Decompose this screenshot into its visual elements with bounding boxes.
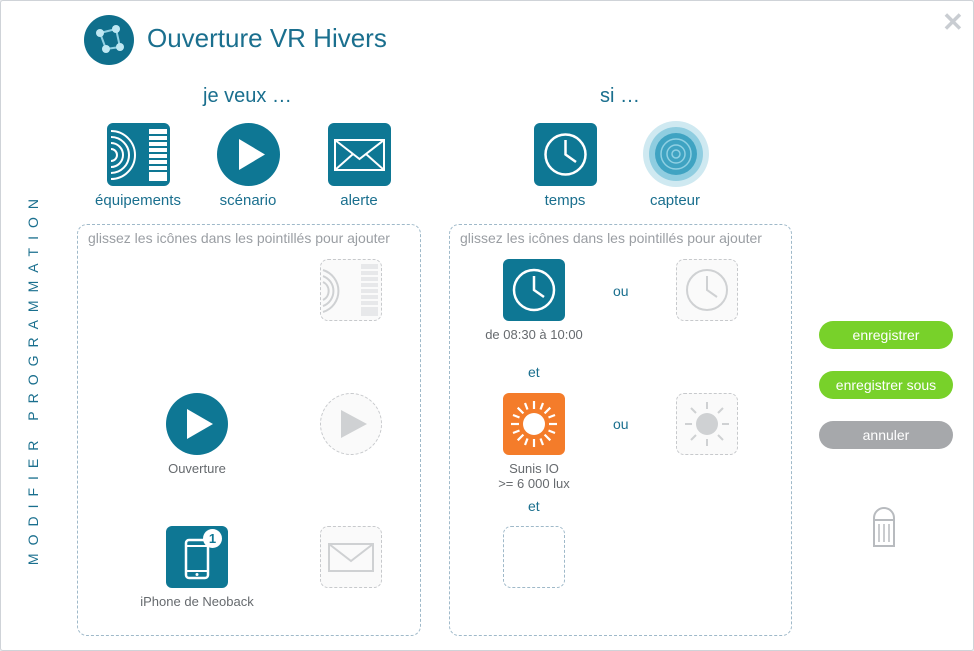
trash-icon[interactable]	[871, 504, 897, 548]
actions-drop-hint: glissez les icônes dans les pointillés p…	[88, 230, 390, 246]
empty-condition-slot[interactable]	[503, 526, 565, 588]
ghost-scenario-slot[interactable]	[320, 393, 382, 455]
and-label: et	[528, 498, 540, 514]
ghost-equipment-slot[interactable]	[320, 259, 382, 321]
time-label: temps	[544, 192, 586, 209]
scenario-label: scénario	[219, 192, 277, 209]
ghost-sun-slot[interactable]	[676, 393, 738, 455]
sun-icon	[511, 401, 557, 447]
sun-condition-label: Sunis IO >= 6 000 lux	[464, 461, 604, 491]
ghost-alert-slot[interactable]	[320, 526, 382, 588]
equipment-icon	[322, 264, 378, 316]
save-as-button[interactable]: enregistrer sous	[819, 371, 953, 399]
ghost-time-slot[interactable]	[676, 259, 738, 321]
scenario-tile[interactable]	[217, 123, 280, 186]
app-logo-icon	[84, 15, 134, 65]
notification-badge: 1	[203, 529, 222, 548]
sensor-tile[interactable]	[643, 121, 709, 187]
alert-tile[interactable]	[328, 123, 391, 186]
sun-condition[interactable]	[503, 393, 565, 455]
cancel-button[interactable]: annuler	[819, 421, 953, 449]
time-tile[interactable]	[534, 123, 597, 186]
play-icon	[341, 410, 367, 438]
clock-icon	[686, 269, 728, 311]
equipment-icon	[110, 129, 167, 181]
play-icon	[239, 139, 265, 170]
time-condition[interactable]	[503, 259, 565, 321]
conditions-drop-zone[interactable]	[449, 224, 792, 636]
scenario-action-label: Ouverture	[168, 461, 226, 476]
save-button[interactable]: enregistrer	[819, 321, 953, 349]
phone-action-label: iPhone de Neoback	[140, 594, 254, 609]
or-label: ou	[613, 416, 629, 432]
sun-condition-sensor-name: Sunis IO	[509, 461, 559, 476]
scenario-action[interactable]	[166, 393, 228, 455]
conditions-drop-hint: glissez les icônes dans les pointillés p…	[460, 230, 762, 246]
sensor-icon	[643, 121, 709, 187]
side-label: MODIFIER PROGRAMMATION	[25, 191, 41, 566]
alert-label: alerte	[340, 192, 378, 209]
or-label: ou	[613, 283, 629, 299]
actions-heading: je veux …	[203, 85, 292, 107]
phone-icon	[184, 538, 210, 580]
clock-icon	[512, 268, 556, 312]
equipment-tile[interactable]	[107, 123, 170, 186]
close-icon[interactable]: ✕	[942, 7, 964, 37]
clock-icon	[544, 133, 587, 176]
sun-condition-threshold: >= 6 000 lux	[498, 476, 570, 491]
sun-icon	[685, 402, 729, 446]
actions-drop-zone[interactable]	[77, 224, 421, 636]
page-title: Ouverture VR Hivers	[147, 23, 387, 53]
envelope-icon	[328, 543, 374, 572]
time-condition-label: de 08:30 à 10:00	[485, 327, 583, 342]
and-label: et	[528, 364, 540, 380]
conditions-heading: si …	[600, 85, 640, 107]
sensor-label: capteur	[649, 192, 701, 209]
play-icon	[187, 409, 213, 439]
phone-alert-action[interactable]: 1	[166, 526, 228, 588]
equipment-label: équipements	[95, 192, 181, 209]
envelope-icon	[334, 139, 385, 171]
